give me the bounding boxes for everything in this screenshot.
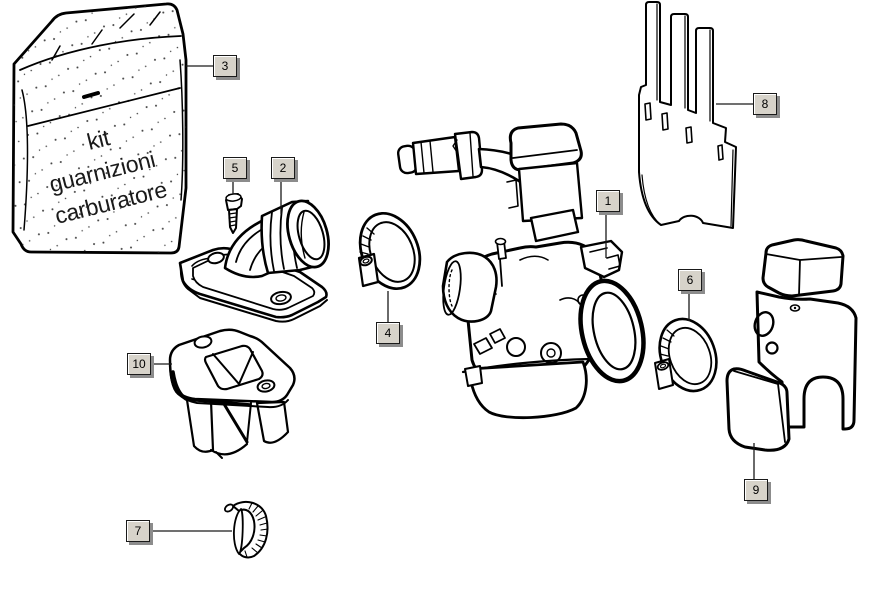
intake-manifold-drawing <box>178 199 330 323</box>
reed-bolt-hole <box>256 379 276 393</box>
reed-cage-left-leg <box>185 398 215 453</box>
callout-4-number: 4 <box>384 326 392 340</box>
screw-drawing <box>225 193 243 234</box>
cover-hole-small <box>765 341 779 355</box>
gasket-kit-bag-drawing: kit guarnizioni carburatore <box>11 2 188 255</box>
flange-bolt-hole <box>270 290 292 306</box>
callout-5[interactable]: 5 <box>223 157 247 179</box>
callout-1-number: 1 <box>604 194 612 208</box>
reed-valve-drawing <box>168 328 296 459</box>
callout-6[interactable]: 6 <box>678 269 702 291</box>
callout-7[interactable]: 7 <box>126 520 150 542</box>
reed-petals-drawing <box>638 1 737 229</box>
spring-clamp-drawing <box>224 500 269 559</box>
callout-6-number: 6 <box>686 273 694 287</box>
callout-3-number: 3 <box>221 59 229 73</box>
cover-lower-block <box>725 367 791 452</box>
clamp6-band-inner <box>667 327 713 385</box>
callout-2[interactable]: 2 <box>271 157 295 179</box>
carb-column <box>517 161 584 223</box>
tube-collar <box>529 208 580 243</box>
callout-1[interactable]: 1 <box>596 190 620 212</box>
outlet-flange-inner <box>591 291 637 371</box>
callout-8[interactable]: 8 <box>753 93 777 115</box>
callout-10-number: 10 <box>132 357 146 371</box>
callout-9-number: 9 <box>752 483 760 497</box>
callout-4[interactable]: 4 <box>376 322 400 344</box>
float-bowl <box>467 360 588 420</box>
manifold-ring-inner <box>296 209 326 261</box>
flange-bolt-hole <box>207 251 225 265</box>
cable-ferrule <box>453 130 484 181</box>
callout-9[interactable]: 9 <box>744 479 768 501</box>
clamp7-eyelet <box>224 503 234 513</box>
callout-5-number: 5 <box>231 161 239 175</box>
callout-2-number: 2 <box>279 161 287 175</box>
callout-8-number: 8 <box>761 97 769 111</box>
callout-3[interactable]: 3 <box>213 55 237 77</box>
clamp7-inner-face <box>233 508 244 555</box>
carburetor-drawing <box>396 122 646 420</box>
leader-lines <box>148 65 755 532</box>
hose-clamp-large-drawing <box>357 211 422 291</box>
cover-hole-large <box>753 311 775 337</box>
outlet-flange-outer <box>578 278 646 384</box>
carb-top-cap <box>508 122 583 172</box>
reed-cage-right-leg <box>255 400 290 444</box>
rubber-cover-drawing <box>725 238 858 452</box>
callout-7-number: 7 <box>134 524 142 538</box>
cable-adjuster-barrel <box>411 135 461 176</box>
reed-bolt-hole <box>193 335 213 349</box>
hose-clamp-medium-drawing <box>654 317 718 393</box>
clamp7-band <box>232 500 269 559</box>
callout-10[interactable]: 10 <box>127 353 151 375</box>
petals-outline <box>638 1 737 229</box>
cover-top-block <box>761 238 845 298</box>
reed-opening <box>203 344 264 391</box>
